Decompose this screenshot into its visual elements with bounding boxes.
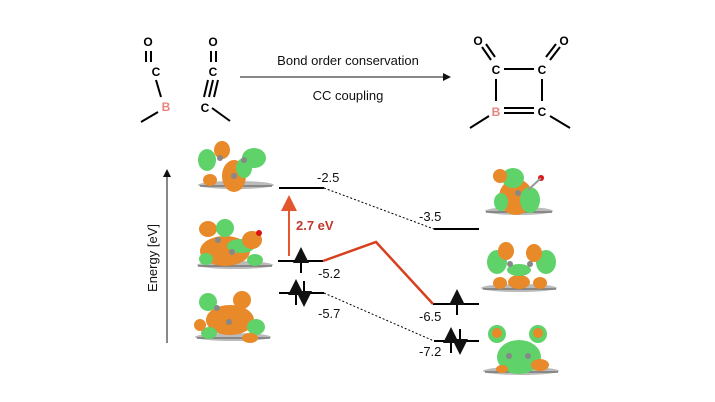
product-molecule: O O C C B C <box>469 34 571 129</box>
reactant-boron: B <box>162 100 171 114</box>
arrow-top-label: Bond order conservation <box>277 53 419 68</box>
reactant-carbon-2: C <box>209 65 218 79</box>
product-carbon-1: C <box>492 63 501 77</box>
reactant-carbon-3: C <box>201 101 210 115</box>
energy-axis-label: Energy [eV] <box>145 224 160 292</box>
product-carbon-2: C <box>538 63 547 77</box>
energy-levels-right: -3.5 -6.5 -7.2 <box>419 209 479 359</box>
product-carbon-3: C <box>538 105 547 119</box>
gap-indicator: 2.7 eV <box>281 195 334 256</box>
product-oxygen-2: O <box>559 34 568 48</box>
orbital-image-left-bottom <box>194 291 271 343</box>
reaction-arrow: Bond order conservation CC coupling <box>240 53 451 103</box>
level-left-homo-minus-1-value: -5.7 <box>318 306 340 321</box>
reactant-molecule: O O C C B C <box>140 35 231 123</box>
orbital-image-left-top <box>198 141 274 192</box>
gap-label: 2.7 eV <box>296 218 334 233</box>
level-right-lumo-value: -3.5 <box>419 209 441 224</box>
orbital-image-right-top <box>485 168 553 215</box>
energy-axis: Energy [eV] <box>145 169 171 343</box>
correlation-lines <box>322 187 435 342</box>
level-left-homo-value: -5.2 <box>318 266 340 281</box>
orbital-image-left-middle <box>197 219 273 269</box>
reactant-oxygen-2: O <box>208 35 217 49</box>
product-boron: B <box>492 105 501 119</box>
reactant-oxygen-1: O <box>143 35 152 49</box>
orbital-image-right-bottom <box>483 325 559 375</box>
reactant-carbon-1: C <box>152 65 161 79</box>
product-oxygen-1: O <box>473 34 482 48</box>
level-left-lumo-value: -2.5 <box>317 170 339 185</box>
correlation-red-homo <box>322 240 434 305</box>
correlation-dotted-lumo <box>323 187 435 230</box>
orbital-image-right-middle <box>481 242 557 292</box>
energy-levels-left: -2.5 -5.2 -5.7 <box>278 170 340 321</box>
level-right-homo-value: -6.5 <box>419 309 441 324</box>
arrow-bottom-label: CC coupling <box>313 88 384 103</box>
correlation-dotted-homo-minus-1 <box>323 292 435 342</box>
level-right-homo-minus-1-value: -7.2 <box>419 344 441 359</box>
